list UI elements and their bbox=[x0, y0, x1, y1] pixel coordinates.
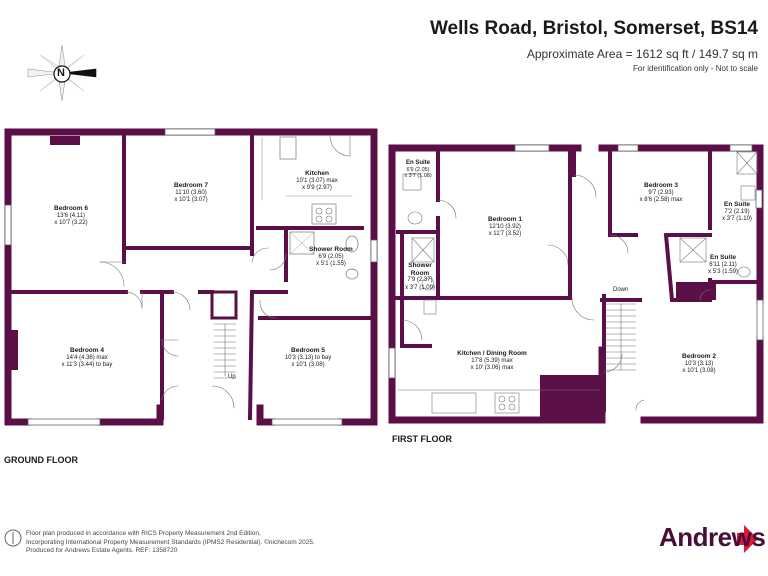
room-shower-room-ground: Shower Room 6'9 (2.05) x 5'1 (1.55) bbox=[309, 246, 353, 267]
room-en-suite-3: En Suite 6'11 (2.11) x 5'3 (1.59) bbox=[708, 254, 738, 275]
rics-logo-icon bbox=[4, 529, 22, 547]
room-en-suite-1: En Suite 6'9 (2.05) x 3'7 (1.08) bbox=[404, 160, 432, 179]
room-bedroom-4: Bedroom 4 14'4 (4.36) max x 11'3 (3.44) … bbox=[61, 347, 113, 368]
room-bedroom-3: Bedroom 3 9'7 (2.93) x 8'6 (2.58) max bbox=[639, 182, 683, 203]
ground-floor-label: GROUND FLOOR bbox=[4, 455, 78, 465]
approximate-area: Approximate Area = 1612 sq ft / 149.7 sq… bbox=[526, 47, 758, 61]
room-bedroom-1: Bedroom 1 12'10 (3.92) x 11'7 (3.52) bbox=[488, 216, 522, 237]
room-bedroom-7: Bedroom 7 11'10 (3.60) x 10'1 (3.07) bbox=[174, 182, 208, 203]
identification-note: For identification only - Not to scale bbox=[633, 64, 758, 73]
compass-icon bbox=[27, 44, 97, 102]
property-address: Wells Road, Bristol, Somerset, BS14 bbox=[429, 18, 758, 39]
room-shower-room-first: Shower Room 7'9 (2.37) x 3'7 (1.09) bbox=[405, 262, 435, 291]
footer-disclaimer: Floor plan produced in accordance with R… bbox=[26, 530, 315, 554]
stairs-down-label: Down bbox=[613, 287, 629, 293]
room-bedroom-2: Bedroom 2 10'3 (3.13) x 10'1 (3.08) bbox=[682, 353, 716, 374]
compass-letter: N bbox=[57, 67, 65, 79]
first-floor-label: FIRST FLOOR bbox=[392, 434, 452, 444]
room-kitchen: Kitchen 10'1 (3.07) max x 9'9 (2.97) bbox=[296, 170, 338, 191]
stairs-up-label: Up bbox=[228, 374, 236, 380]
brand-arrow-icon bbox=[737, 525, 758, 553]
room-kitchen-dining: Kitchen / Dining Room 17'8 (5.39) max x … bbox=[457, 350, 527, 371]
room-en-suite-2: En Suite 7'2 (2.19) x 3'7 (1.10) bbox=[722, 201, 752, 222]
first-floor-plan bbox=[388, 144, 764, 424]
brand-logo: Andrews bbox=[659, 522, 766, 552]
room-bedroom-5: Bedroom 5 10'3 (3.13) to bay x 10'1 (3.0… bbox=[284, 347, 332, 368]
room-bedroom-6: Bedroom 6 13'6 (4.11) x 10'7 (3.22) bbox=[54, 205, 88, 226]
ground-floor-plan bbox=[4, 128, 378, 426]
